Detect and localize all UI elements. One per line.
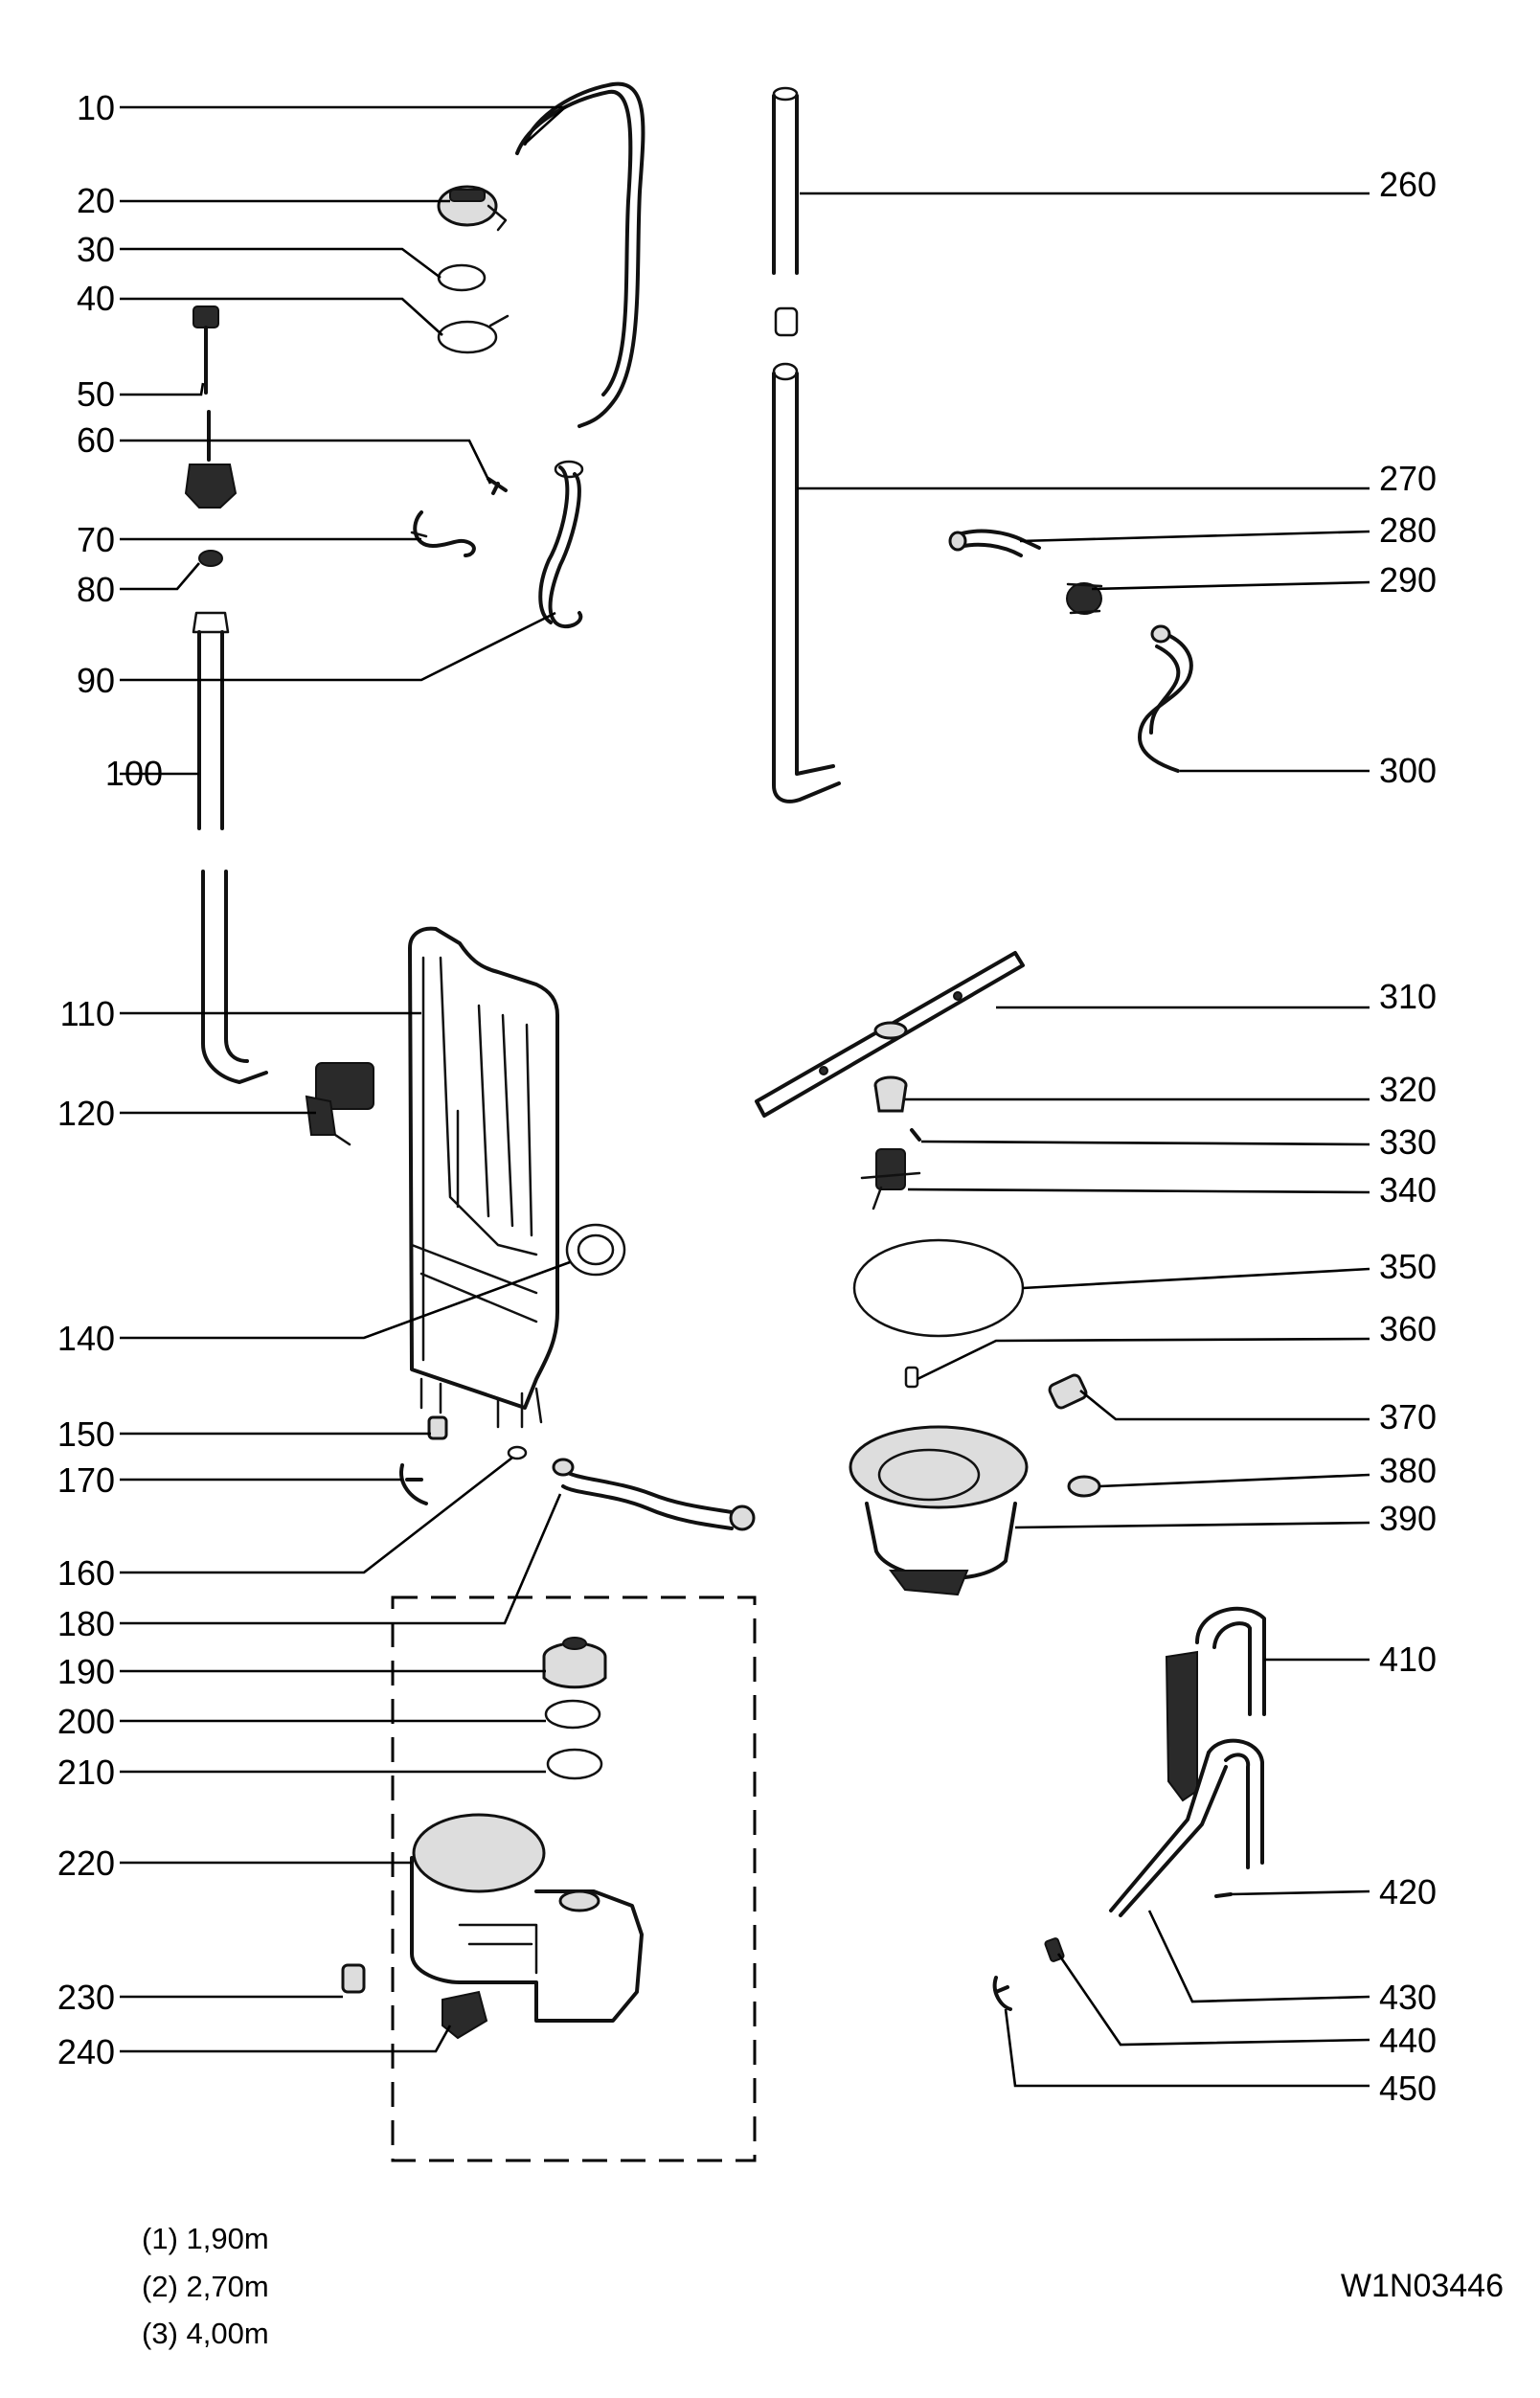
label-240: 240 bbox=[57, 2032, 115, 2071]
label-120: 120 bbox=[57, 1094, 115, 1133]
label-50: 50 bbox=[77, 374, 115, 414]
label-90: 90 bbox=[77, 661, 115, 700]
part-hose-110 bbox=[201, 870, 268, 1084]
part-grommet-80 bbox=[198, 550, 223, 567]
label-430: 430 bbox=[1379, 1978, 1437, 2017]
part-connector-240 bbox=[442, 1990, 488, 2040]
part-fitting-380 bbox=[1067, 1475, 1101, 1498]
label-210: 210 bbox=[57, 1753, 115, 1792]
label-260: 260 bbox=[1379, 165, 1437, 204]
part-ring-200 bbox=[544, 1699, 601, 1730]
label-10: 10 bbox=[77, 88, 115, 127]
part-clip-70 bbox=[410, 510, 476, 557]
label-280: 280 bbox=[1379, 510, 1437, 550]
label-370: 370 bbox=[1379, 1397, 1437, 1437]
part-clip-420 bbox=[1214, 1892, 1233, 1898]
part-hose-100 bbox=[192, 611, 230, 830]
label-450: 450 bbox=[1379, 2069, 1437, 2108]
part-cap-150 bbox=[427, 1415, 448, 1440]
label-230: 230 bbox=[57, 1978, 115, 2017]
part-base-panel bbox=[408, 926, 559, 1429]
label-110: 110 bbox=[60, 994, 115, 1033]
part-clip-170 bbox=[399, 1463, 428, 1505]
length-note-3: (3) 4,00m bbox=[142, 2317, 269, 2350]
part-pipe-180 bbox=[552, 1458, 756, 1531]
part-screw-330 bbox=[910, 1128, 921, 1142]
label-190: 190 bbox=[57, 1652, 115, 1691]
label-170: 170 bbox=[57, 1460, 115, 1500]
label-180: 180 bbox=[57, 1604, 115, 1643]
part-pin-360 bbox=[904, 1366, 919, 1389]
part-plug-230 bbox=[341, 1963, 366, 1994]
part-softener-220 bbox=[410, 1813, 644, 2023]
part-hose-10 bbox=[515, 81, 645, 428]
part-clip-450 bbox=[992, 1976, 1012, 2011]
label-410: 410 bbox=[1379, 1640, 1437, 1679]
part-valve-290 bbox=[1066, 582, 1103, 615]
part-clamp-40 bbox=[437, 314, 510, 354]
part-pipe-430 bbox=[1109, 1738, 1264, 1917]
length-note-1: (1) 1,90m bbox=[142, 2222, 269, 2255]
label-40: 40 bbox=[77, 279, 115, 318]
label-300: 300 bbox=[1379, 751, 1437, 790]
part-clip-60 bbox=[487, 477, 508, 495]
part-ring-30 bbox=[437, 263, 487, 292]
label-140: 140 bbox=[57, 1319, 115, 1358]
part-tube-270 bbox=[772, 362, 841, 803]
part-oring-160 bbox=[507, 1445, 528, 1460]
length-note-2: (2) 2,70m bbox=[142, 2270, 269, 2303]
part-nut-320 bbox=[873, 1075, 908, 1113]
part-nozzle-370 bbox=[1048, 1373, 1088, 1410]
leader-lines bbox=[120, 105, 1370, 2088]
part-hub-340 bbox=[860, 1148, 921, 1210]
part-seal-140 bbox=[565, 1223, 626, 1277]
part-gasket-350 bbox=[852, 1238, 1025, 1338]
part-tube-260 bbox=[772, 86, 799, 275]
part-hose-300 bbox=[1138, 624, 1193, 773]
part-valve-60 bbox=[184, 410, 238, 509]
part-valve-120 bbox=[305, 1062, 374, 1146]
label-380: 380 bbox=[1379, 1451, 1437, 1490]
label-420: 420 bbox=[1379, 1872, 1437, 1912]
label-320: 320 bbox=[1379, 1070, 1437, 1109]
label-340: 340 bbox=[1379, 1170, 1437, 1210]
label-60: 60 bbox=[77, 420, 115, 460]
label-150: 150 bbox=[57, 1414, 115, 1454]
label-310: 310 bbox=[1379, 977, 1437, 1016]
label-160: 160 bbox=[57, 1553, 115, 1593]
drawing-code: W1N03446 bbox=[1341, 2268, 1504, 2304]
label-330: 330 bbox=[1379, 1122, 1437, 1162]
label-70: 70 bbox=[77, 520, 115, 559]
part-sump-390 bbox=[849, 1425, 1029, 1596]
label-200: 200 bbox=[57, 1702, 115, 1741]
label-20: 20 bbox=[77, 181, 115, 220]
label-80: 80 bbox=[77, 570, 115, 609]
label-270: 270 bbox=[1379, 459, 1437, 498]
label-360: 360 bbox=[1379, 1309, 1437, 1348]
part-spray-arm-310 bbox=[755, 951, 1025, 1118]
label-30: 30 bbox=[77, 230, 115, 269]
label-390: 390 bbox=[1379, 1499, 1437, 1538]
label-100: 100 bbox=[105, 754, 163, 793]
part-hose-410 bbox=[1165, 1606, 1266, 1802]
part-screw-50 bbox=[192, 305, 219, 395]
label-290: 290 bbox=[1379, 560, 1437, 600]
part-hose-280 bbox=[948, 529, 1041, 557]
part-float-switch-20 bbox=[437, 185, 508, 232]
part-coupling bbox=[774, 306, 799, 337]
part-hose-90 bbox=[538, 460, 584, 629]
label-220: 220 bbox=[57, 1844, 115, 1883]
part-ring-210 bbox=[546, 1748, 603, 1780]
part-cap-190 bbox=[542, 1637, 607, 1689]
label-350: 350 bbox=[1379, 1247, 1437, 1286]
label-440: 440 bbox=[1379, 2021, 1437, 2060]
